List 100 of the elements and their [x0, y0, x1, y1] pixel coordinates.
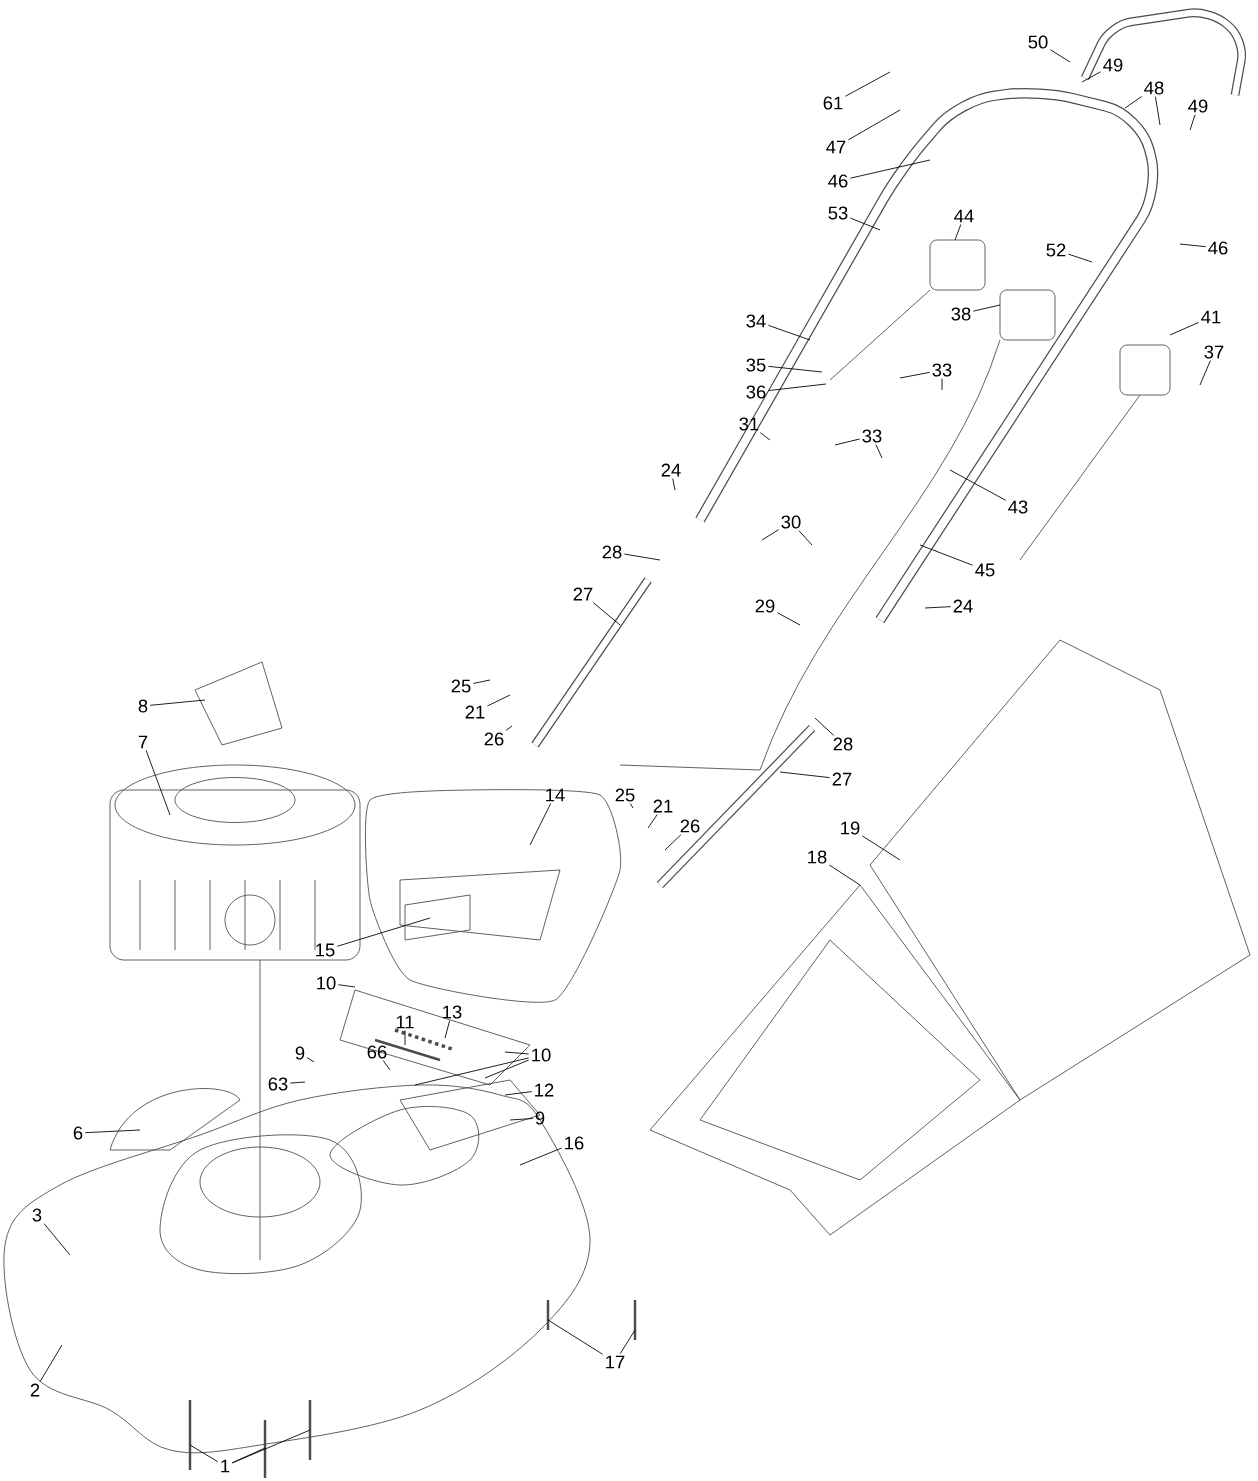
callout-number: 9 [535, 1111, 545, 1125]
leader-line [1169, 322, 1200, 336]
callout-number: 52 [1046, 243, 1066, 257]
callout-number: 46 [1208, 241, 1228, 255]
leader-line [861, 835, 901, 861]
callout-number: 26 [484, 732, 504, 746]
leader-line [849, 217, 881, 231]
leader-line [444, 1020, 451, 1039]
callout-number: 49 [1188, 99, 1208, 113]
callout-number: 10 [317, 976, 336, 990]
callout-number: 25 [615, 788, 635, 802]
leader-line [849, 159, 931, 179]
leader-line [779, 771, 831, 779]
callout-number: 9 [295, 1046, 305, 1060]
callout-number: 37 [1204, 345, 1224, 359]
leader-line [231, 1447, 266, 1464]
callout-number: 66 [367, 1045, 387, 1059]
leader-line [1049, 49, 1071, 63]
leader-line [504, 1051, 530, 1055]
callout-number: 16 [565, 1136, 584, 1150]
callout-number: 12 [535, 1083, 554, 1097]
leader-line [629, 803, 634, 809]
leader-line [1124, 96, 1143, 109]
leader-line [759, 432, 771, 441]
leader-line [941, 378, 943, 391]
leader-line [519, 1147, 563, 1166]
leader-line [149, 699, 206, 706]
callout-number: 48 [1144, 81, 1164, 95]
callout-number: 8 [138, 699, 148, 713]
callout-number: 41 [1201, 310, 1221, 324]
leader-line [875, 444, 883, 459]
leader-line [949, 469, 1007, 501]
leader-line [486, 694, 511, 707]
leader-line [529, 803, 552, 846]
leader-line [39, 1344, 63, 1382]
callout-number: 29 [755, 599, 775, 613]
callout-number: 43 [1008, 500, 1028, 514]
leader-line [798, 530, 813, 546]
callout-number: 15 [316, 943, 335, 957]
leader-line [919, 544, 974, 566]
callout-number: 10 [532, 1048, 551, 1062]
callout-number: 26 [680, 819, 700, 833]
leader-line [43, 1223, 71, 1256]
leader-line [623, 553, 661, 561]
callout-number: 24 [953, 599, 973, 613]
leader-line [306, 1057, 315, 1063]
callout-number: 2 [30, 1383, 40, 1397]
callout-number: 47 [826, 140, 846, 154]
leader-line [767, 383, 827, 392]
callout-number: 28 [602, 545, 622, 559]
leader-line [776, 612, 801, 626]
callout-number: 27 [573, 587, 593, 601]
callout-number: 24 [661, 463, 681, 477]
callout-number: 31 [739, 417, 759, 431]
callout-number: 61 [823, 96, 843, 110]
leader-line [484, 1059, 530, 1079]
callout-number: 53 [828, 206, 848, 220]
leader-line [847, 109, 901, 141]
leader-line [189, 1444, 219, 1463]
leader-line [472, 679, 491, 684]
callout-number: 21 [465, 705, 485, 719]
leader-line [924, 606, 952, 609]
leader-line [899, 371, 931, 379]
callout-number: 11 [396, 1015, 414, 1029]
leader-line [505, 725, 513, 731]
callout-number: 63 [268, 1077, 288, 1091]
leader-line [1081, 71, 1102, 83]
callout-number: 19 [841, 821, 860, 835]
leader-line [767, 365, 823, 373]
leader-line [664, 834, 682, 851]
leader-line [972, 304, 1001, 312]
callout-number: 13 [443, 1005, 462, 1019]
leader-line [1067, 253, 1093, 263]
callout-number: 33 [932, 363, 952, 377]
callout-number: 17 [606, 1355, 625, 1369]
leader-line [404, 1030, 406, 1046]
callout-number: 46 [828, 174, 848, 188]
leader-line [834, 438, 861, 446]
leader-line [1154, 96, 1161, 126]
leader-line [336, 917, 431, 947]
leader-line [414, 1057, 530, 1086]
callout-number: 44 [954, 209, 974, 223]
callout-number: 18 [808, 850, 827, 864]
leader-line [382, 1060, 391, 1071]
leader-line [844, 71, 891, 97]
leader-line [1179, 243, 1207, 248]
callout-number: 7 [138, 735, 148, 749]
leader-line [767, 324, 811, 341]
callout-number: 50 [1028, 35, 1048, 49]
callout-number: 27 [832, 772, 852, 786]
leader-line [647, 814, 658, 829]
callout-number: 14 [546, 788, 565, 802]
leader-line [761, 529, 780, 541]
leader-line [814, 717, 835, 736]
leader-line [1199, 360, 1211, 386]
callout-number: 49 [1103, 58, 1123, 72]
leader-line [592, 602, 621, 626]
callout-number: 45 [975, 563, 995, 577]
callout-number: 21 [653, 799, 673, 813]
leader-line [672, 478, 676, 491]
